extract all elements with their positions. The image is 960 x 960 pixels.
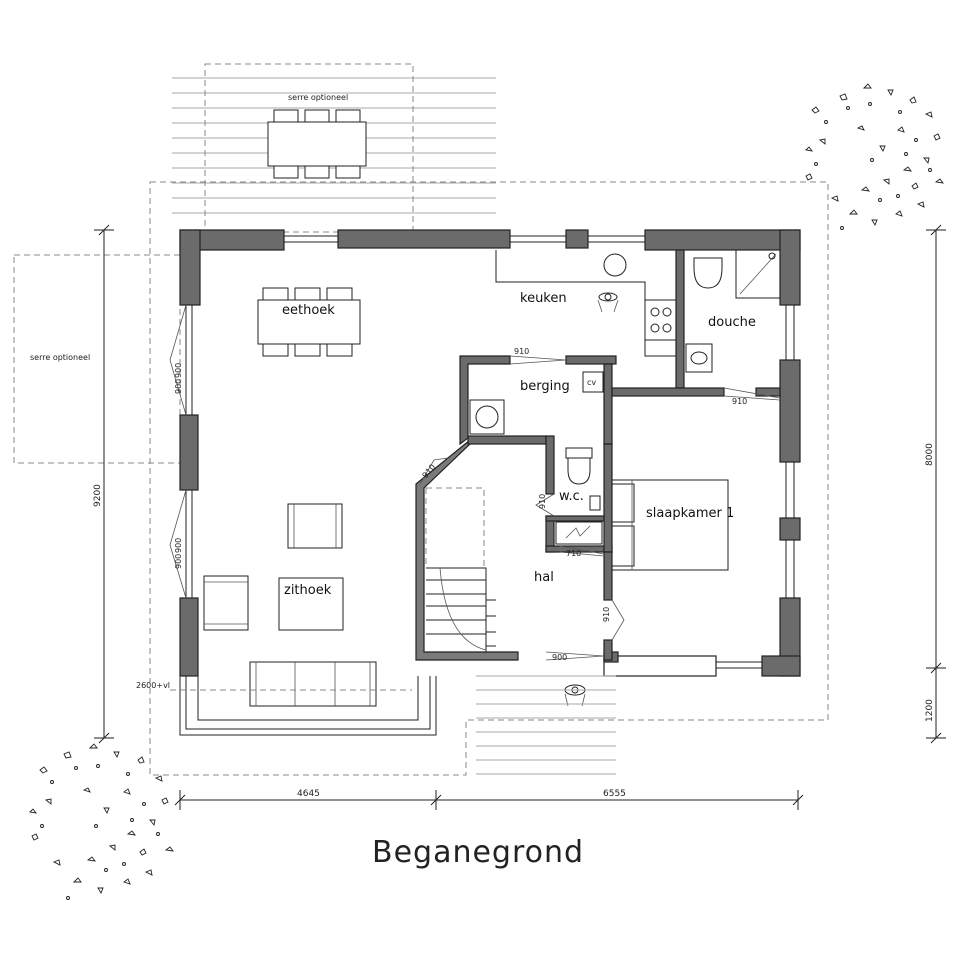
dimension-lines: 4645 6555 9200 8000 1200 bbox=[93, 224, 946, 810]
door-width-cv: 710 bbox=[566, 549, 581, 558]
person-icon bbox=[597, 292, 619, 313]
window-width-left-1b: 900 bbox=[174, 379, 183, 394]
shrub-top-right-icon bbox=[805, 83, 945, 230]
dim-bottom-left: 4645 bbox=[297, 789, 320, 799]
serre-top-label: serre optioneel bbox=[288, 93, 348, 102]
room-label-douche: douche bbox=[708, 315, 756, 330]
dim-left-total: 9200 bbox=[93, 484, 103, 507]
douche: douche 910 bbox=[685, 249, 781, 406]
level-label: 2600+vl bbox=[136, 681, 170, 690]
hal: hal 910 900 bbox=[419, 457, 616, 775]
room-label-eethoek: eethoek bbox=[282, 303, 335, 318]
zithoek: zithoek 2600+vl bbox=[136, 503, 412, 707]
door-width-douche: 910 bbox=[732, 397, 747, 406]
interior-walls bbox=[415, 249, 781, 663]
wc: w.c. 910 710 bbox=[535, 447, 605, 558]
slaapkamer: slaapkamer 1 910 bbox=[602, 479, 734, 641]
shrub-bottom-left-icon bbox=[29, 743, 175, 900]
dining-table: eethoek bbox=[257, 287, 361, 357]
door-width-berging: 910 bbox=[514, 347, 529, 356]
serre-left-outline bbox=[13, 254, 181, 464]
dim-right-lower: 1200 bbox=[925, 699, 935, 722]
dim-right-upper: 8000 bbox=[925, 443, 935, 466]
door-width-wc: 910 bbox=[538, 494, 547, 509]
door-width-bedroom-side: 910 bbox=[602, 607, 611, 622]
plan-title: Beganegrond bbox=[372, 835, 584, 870]
room-label-zithoek: zithoek bbox=[284, 583, 332, 598]
room-label-berging: berging bbox=[520, 379, 570, 394]
room-label-slaapkamer: slaapkamer 1 bbox=[646, 506, 734, 521]
serre-left-label: serre optioneel bbox=[30, 353, 90, 362]
room-label-keuken: keuken bbox=[520, 291, 567, 306]
outer-walls bbox=[169, 229, 801, 736]
berging: cv berging 910 bbox=[469, 347, 604, 435]
room-label-hal: hal bbox=[534, 570, 554, 585]
top-terrace: serre optioneel bbox=[172, 63, 496, 233]
window-width-left-2b: 900 bbox=[174, 554, 183, 569]
kitchen: keuken bbox=[495, 250, 677, 357]
dim-bottom-right: 6555 bbox=[603, 789, 626, 799]
room-label-wc: w.c. bbox=[559, 489, 584, 504]
cv-label: cv bbox=[587, 378, 596, 387]
window-width-left-1: 900 bbox=[174, 363, 183, 378]
person-entrance-icon bbox=[564, 684, 586, 707]
window-width-left-2: 900 bbox=[174, 538, 183, 553]
door-width-entrance: 900 bbox=[552, 653, 567, 662]
